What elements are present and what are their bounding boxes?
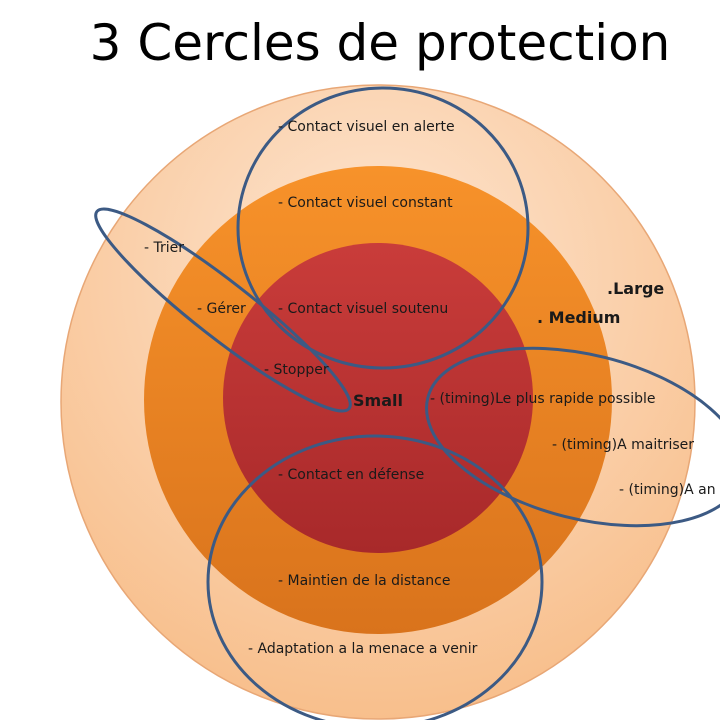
item-timing-maitriser: - (timing)A maitriser — [552, 437, 694, 453]
label-small: Small — [353, 391, 403, 410]
small-circle — [223, 243, 533, 553]
timing-ellipse — [425, 346, 720, 528]
label-large: .Large — [607, 279, 664, 298]
item-trier: - Trier — [144, 240, 184, 256]
visual-contact-ellipse — [236, 86, 530, 370]
page-title: 3 Cercles de protection — [89, 14, 671, 72]
item-visuel-alerte: - Contact visuel en alerte — [278, 119, 455, 135]
item-adaptation: - Adaptation a la menace a venir — [248, 641, 478, 657]
item-defense: - Contact en défense — [278, 467, 424, 483]
management-ellipse — [94, 207, 352, 413]
item-timing-an: - (timing)A an — [619, 482, 716, 498]
item-timing-rapide: - (timing)Le plus rapide possible — [430, 391, 655, 407]
label-medium: . Medium — [537, 308, 620, 327]
item-visuel-constant: - Contact visuel constant — [278, 195, 453, 211]
item-distance: - Maintien de la distance — [278, 573, 450, 589]
defense-ellipse — [206, 434, 544, 720]
item-visuel-soutenu: - Contact visuel soutenu — [278, 301, 448, 317]
item-stopper: - Stopper — [264, 362, 329, 378]
item-gerer: - Gérer — [197, 301, 246, 317]
